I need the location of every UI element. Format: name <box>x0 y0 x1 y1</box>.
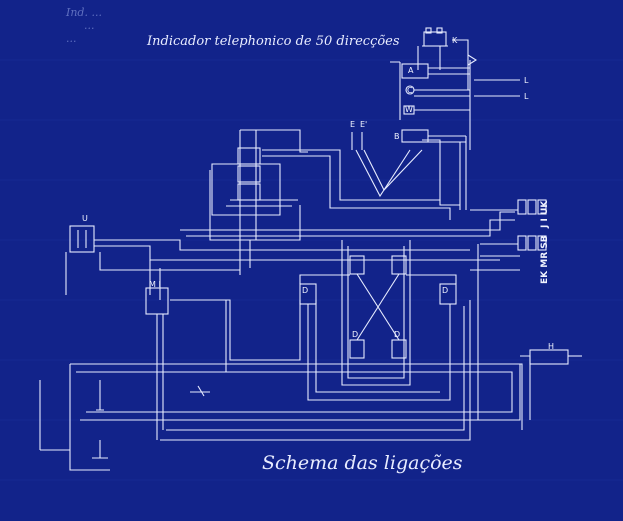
label-c: C <box>407 86 413 95</box>
component-a-icon <box>401 63 429 79</box>
label-l1: L <box>524 76 529 85</box>
terminal-labels-top: J I UK <box>540 200 550 228</box>
label-d4: D <box>394 330 401 339</box>
label-d2: D <box>442 286 449 295</box>
drawing-caption: Schema das ligações <box>262 452 463 474</box>
note-line-3: ... <box>66 32 77 45</box>
terminal-labels-bottom: EK MR SB <box>540 235 550 284</box>
corner-handwritten-note: Ind. ... ... ... <box>66 6 102 45</box>
label-h: H <box>548 342 555 351</box>
label-w: W <box>405 105 413 114</box>
label-l2: L <box>524 92 529 101</box>
label-d3: D <box>352 330 359 339</box>
label-b: B <box>394 132 400 141</box>
terminal-strip <box>517 199 547 251</box>
label-u: U <box>82 214 88 223</box>
jack-u-icon <box>69 225 95 253</box>
battery-h-icon <box>529 349 582 365</box>
relay-mi-icon <box>145 287 169 315</box>
label-d1: D <box>302 286 309 295</box>
bell-k-icon <box>422 27 448 47</box>
drawing-title: Indicador telephonico de 50 direcções <box>147 34 400 49</box>
label-mi: M I <box>149 280 161 289</box>
note-line-2: ... <box>84 19 95 32</box>
label-e: E <box>350 120 356 129</box>
label-a: A <box>408 66 414 75</box>
note-line-1: Ind. ... <box>66 6 102 19</box>
label-k: K <box>452 36 458 45</box>
label-e-prime: E' <box>360 120 368 129</box>
